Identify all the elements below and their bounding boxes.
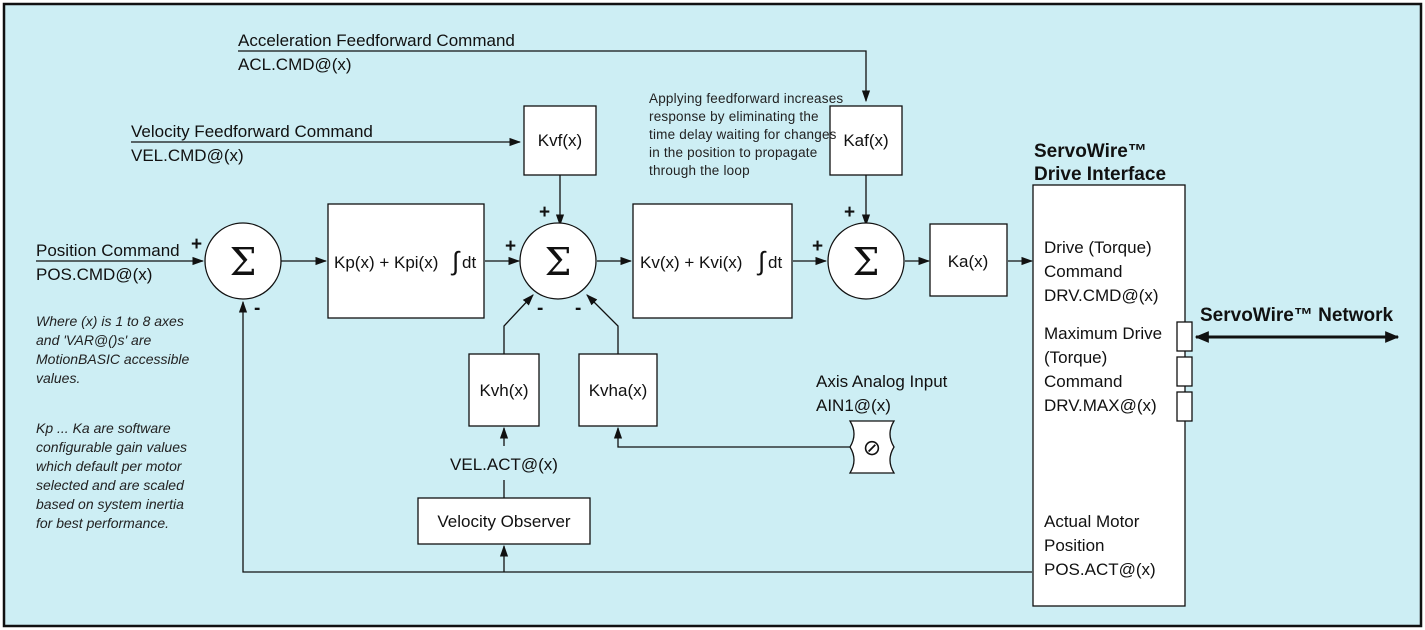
drive-max-line: DRV.MAX@(x) xyxy=(1044,396,1157,415)
drive-interface-block xyxy=(1032,184,1186,607)
feedforward-note-line: Applying feedforward increases xyxy=(649,91,843,106)
kv-block xyxy=(632,203,793,319)
summing-junction-1 xyxy=(204,222,282,300)
analog-input-var: AIN1@(x) xyxy=(816,396,891,415)
kvf-block xyxy=(523,105,597,176)
side-note-line: and 'VAR@()s' are xyxy=(36,332,151,348)
kaf-block xyxy=(829,105,903,176)
feedforward-note-line: response by eliminating the xyxy=(649,109,819,124)
velocity-observer-block xyxy=(417,497,591,545)
ka-label: Ka(x) xyxy=(948,252,989,271)
position-feedback-wire xyxy=(238,300,1032,573)
sum1-plus-sign: + xyxy=(191,234,202,255)
analog-connector-symbol xyxy=(848,420,896,474)
kaf-label: Kaf(x) xyxy=(843,131,888,150)
servowire-network-label: ServoWire™ Network xyxy=(1200,305,1393,326)
network-port xyxy=(1176,321,1193,352)
side-note-line: for best performance. xyxy=(36,515,169,531)
position-command-label: Position Command xyxy=(36,241,180,260)
network-port xyxy=(1176,391,1193,422)
kvha-block xyxy=(578,353,658,427)
velocity-command-var: VEL.CMD@(x) xyxy=(131,146,244,165)
kv-label: Kv(x) + Kvi(x) xyxy=(640,253,742,272)
kvha-label: Kvha(x) xyxy=(589,381,648,400)
kv-dt-label: dt xyxy=(768,253,782,272)
side-note-line: MotionBASIC accessible xyxy=(36,351,190,367)
side-note-line: Where (x) is 1 to 8 axes xyxy=(36,313,184,329)
feedforward-note-line: time delay waiting for changes xyxy=(649,127,837,142)
actual-position-line: Actual Motor xyxy=(1044,512,1140,531)
kp-dt-label: dt xyxy=(462,253,476,272)
kvh-to-sum2-wire xyxy=(503,294,534,354)
ka-block xyxy=(929,223,1008,297)
drive-max-line: Maximum Drive xyxy=(1044,324,1162,343)
sum2-plus-left-sign: + xyxy=(505,236,516,257)
sum1-sigma: Σ xyxy=(230,240,257,284)
kvha-to-sum2-wire xyxy=(586,294,619,354)
sum2-plus-top-sign: + xyxy=(539,202,550,223)
sum3-plus-top-sign: + xyxy=(844,202,855,223)
actual-position-line: POS.ACT@(x) xyxy=(1044,560,1156,579)
side-note-line: configurable gain values xyxy=(36,439,187,455)
vel-act-label-bg xyxy=(450,448,558,478)
actual-position-line: Position xyxy=(1044,536,1104,555)
side-note-line: Kp ... Ka are software xyxy=(36,420,171,436)
drive-command-line: DRV.CMD@(x) xyxy=(1044,286,1159,305)
sum3-plus-left-sign: + xyxy=(812,236,823,257)
position-command-var: POS.CMD@(x) xyxy=(36,265,152,284)
drive-max-line: Command xyxy=(1044,372,1122,391)
analog-connector-glyph: ⊘ xyxy=(863,435,881,460)
acceleration-feedforward-label: Acceleration Feedforward Command xyxy=(238,31,515,50)
drive-max-line: (Torque) xyxy=(1044,348,1107,367)
analog-input-label: Axis Analog Input xyxy=(816,372,948,391)
velocity-feedforward-label: Velocity Feedforward Command xyxy=(131,122,373,141)
analog-to-kvha-wire xyxy=(613,426,850,448)
kv-integral-symbol: ∫ xyxy=(756,246,767,276)
kp-label: Kp(x) + Kpi(x) xyxy=(334,253,438,272)
kp-integral-symbol: ∫ xyxy=(450,246,461,276)
drive-command-line: Command xyxy=(1044,262,1122,281)
side-note-line: values. xyxy=(36,370,80,386)
summing-junction-3 xyxy=(827,222,905,300)
velocity-observer-label: Velocity Observer xyxy=(437,512,571,531)
sum3-sigma: Σ xyxy=(853,240,880,284)
side-note-line: which default per motor xyxy=(36,458,183,474)
vel-act-label: VEL.ACT@(x) xyxy=(450,455,558,474)
acceleration-feedforward-wire xyxy=(238,50,871,103)
sum2-minus-left-sign: - xyxy=(537,298,543,319)
kvf-label: Kvf(x) xyxy=(538,131,582,150)
kp-block xyxy=(327,203,485,319)
drive-command-line: Drive (Torque) xyxy=(1044,238,1152,257)
network-port xyxy=(1176,356,1193,387)
kvh-block xyxy=(468,353,540,427)
sum2-minus-right-sign: - xyxy=(575,298,581,319)
side-note-line: selected and are scaled xyxy=(36,477,185,493)
sum1-minus-sign: - xyxy=(254,298,260,319)
drive-interface-title-line2: Drive Interface xyxy=(1034,164,1166,185)
acceleration-command-var: ACL.CMD@(x) xyxy=(238,55,352,74)
side-note-line: based on system inertia xyxy=(36,496,184,512)
summing-junction-2 xyxy=(519,222,597,300)
sum2-sigma: Σ xyxy=(545,240,572,284)
drive-interface-title-line1: ServoWire™ xyxy=(1034,141,1147,162)
feedforward-note-line: in the position to propagate xyxy=(649,145,817,160)
kvh-label: Kvh(x) xyxy=(479,381,528,400)
feedforward-note-line: through the loop xyxy=(649,163,750,178)
